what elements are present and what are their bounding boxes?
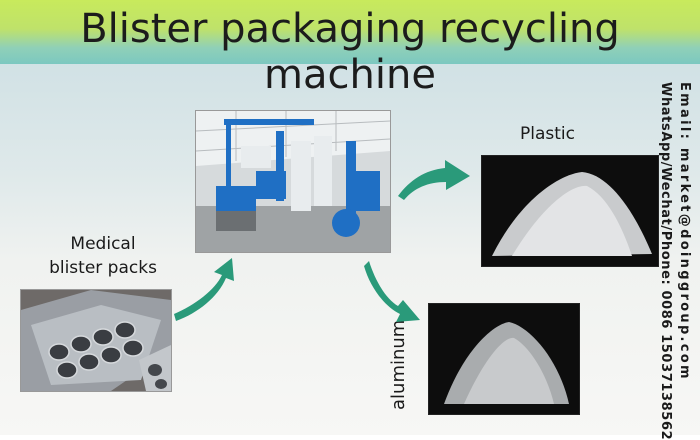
medical-label-line1: Medical	[70, 234, 136, 254]
plastic-powder-photo	[481, 155, 659, 267]
recycling-machine-photo	[195, 110, 391, 253]
blister-packs-photo	[20, 289, 172, 392]
plastic-label: Plastic	[520, 124, 575, 144]
arrow-to-plastic	[398, 160, 470, 200]
contact-email: Email: market@doinggroup.com	[677, 82, 692, 381]
aluminum-powder-photo	[428, 303, 580, 415]
arrow-to-aluminum	[364, 261, 420, 322]
medical-label-line2: blister packs	[49, 258, 157, 278]
title-band	[0, 0, 700, 64]
contact-phone: WhatsApp/Wechat/Phone: 0086 15037138562	[658, 82, 673, 440]
page-title: Blister packaging recycling machine	[80, 6, 620, 98]
medical-blister-label: Medical blister packs	[38, 232, 168, 280]
arrow-to-machine	[174, 258, 234, 321]
